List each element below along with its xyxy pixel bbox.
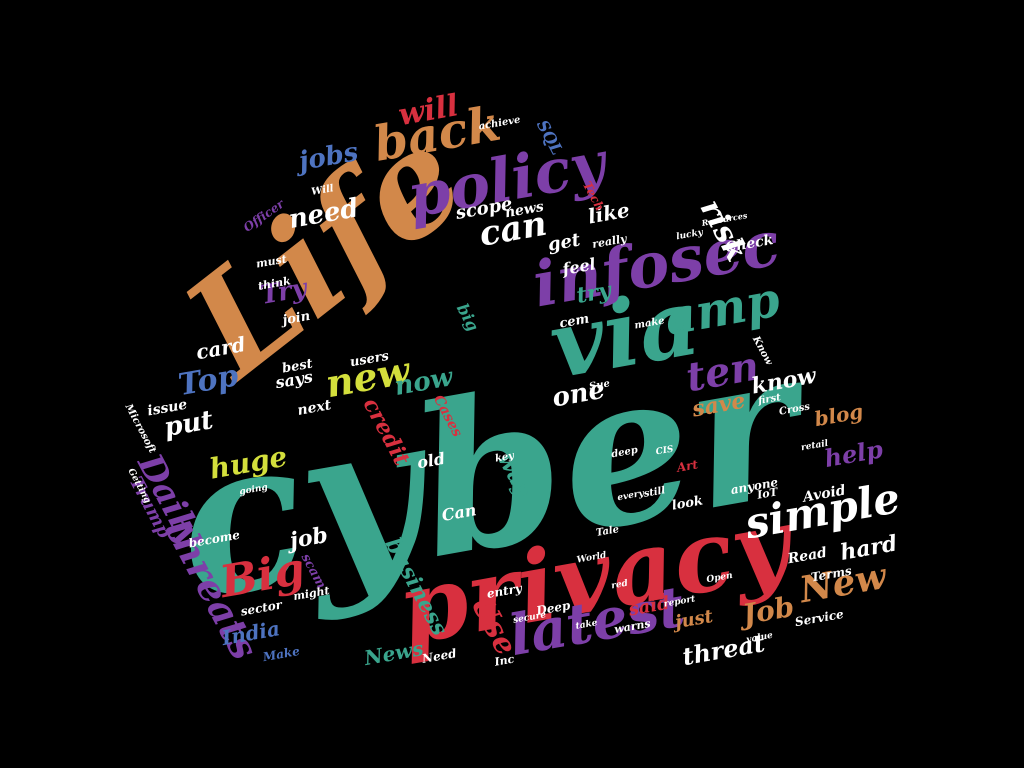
word-art: Art xyxy=(675,457,700,475)
word-make: Make xyxy=(261,644,301,664)
word-must: must xyxy=(255,252,288,270)
word-warns: warns xyxy=(613,617,651,636)
word-next: next xyxy=(296,397,333,419)
word-blog: blog xyxy=(813,399,865,431)
word-hard: hard xyxy=(838,530,899,566)
word-value: value xyxy=(746,631,774,646)
word-really: really xyxy=(591,232,629,251)
word-cross: Cross xyxy=(778,401,811,417)
word-lucky: lucky xyxy=(676,228,705,243)
word-users: users xyxy=(349,349,391,371)
word-join: join xyxy=(278,309,311,329)
word-key: key xyxy=(494,450,516,464)
word-news: news xyxy=(504,199,545,222)
word-take: take xyxy=(575,618,599,632)
word-will: Will xyxy=(311,183,335,198)
word-deep: Deep xyxy=(534,598,572,618)
word-best: best xyxy=(281,357,314,377)
word-issue: issue xyxy=(146,397,188,420)
word-avoid: Avoid xyxy=(800,482,847,506)
word-open: Open xyxy=(706,571,734,585)
word-iot: IoT xyxy=(755,485,779,502)
word-think: think xyxy=(257,274,292,293)
word-deep: deep xyxy=(610,445,638,460)
word-going: going xyxy=(239,483,269,498)
word-red: red xyxy=(611,579,630,592)
word-read: Read xyxy=(786,545,829,568)
word-cem: cem xyxy=(558,312,590,332)
word-every: every xyxy=(617,489,646,504)
word-might: might xyxy=(292,584,330,603)
word-big: big xyxy=(453,300,483,334)
word-cis: CIS xyxy=(655,444,675,457)
word-first: first xyxy=(756,392,782,407)
word-via: via xyxy=(542,267,707,399)
word-help: help xyxy=(822,434,885,473)
word-try: try xyxy=(575,277,616,309)
word-entry: entry xyxy=(486,581,524,601)
word-still: still xyxy=(643,485,666,500)
word-old: old xyxy=(416,449,447,473)
word-inc: Inc xyxy=(493,652,516,668)
word-service: Service xyxy=(794,607,845,629)
word-need: Need xyxy=(420,646,458,666)
word-retail: retail xyxy=(800,439,829,454)
word-make: make xyxy=(634,315,666,331)
word-tale: Tale xyxy=(595,524,620,539)
word-look: look xyxy=(671,493,704,513)
word-sue: Sue xyxy=(588,378,610,392)
